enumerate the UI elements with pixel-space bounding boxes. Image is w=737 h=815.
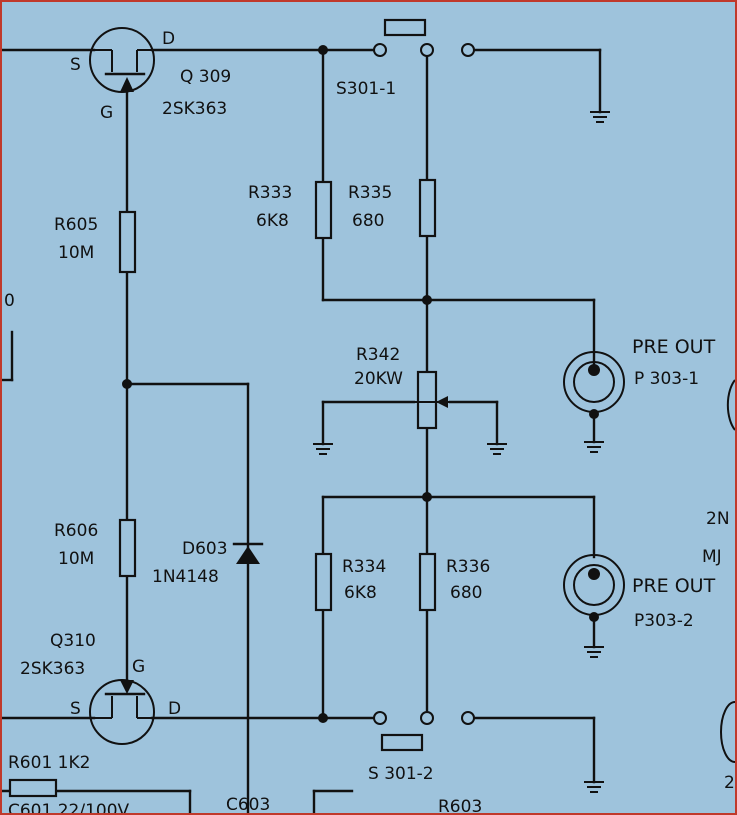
pre-out-1-label: PRE OUT [632,336,716,358]
junctions [122,45,432,723]
r333-resistor [314,180,333,240]
d603-name-label: D603 [182,539,228,559]
s301-2-label: S 301-2 [368,764,434,784]
r342-value-label: 20KW [354,369,403,389]
s301-1-switch [373,18,475,57]
wires [2,48,602,813]
q309-type-label: 2SK363 [162,99,227,119]
s301-2-switch [373,711,475,752]
r336-resistor [418,552,437,612]
r334-name-label: R334 [342,557,386,577]
q310-gate-label: G [132,657,145,677]
r335-resistor [418,178,437,238]
q309-gate-label: G [100,103,113,123]
labels: S D G Q 309 2SK363 R605 10M R606 10M Q31… [4,29,735,813]
edge-0-label: 0 [4,291,15,311]
q310-drain-label: D [168,699,181,719]
q310-fet-symbol [89,679,155,745]
r333-value-label: 6K8 [256,211,289,231]
q309-name-label: Q 309 [180,67,231,87]
r606-name-label: R606 [54,521,98,541]
p303-1-label: P 303-1 [634,369,699,389]
r336-name-label: R336 [446,557,490,577]
edge-jack-partial [720,701,735,763]
q310-source-label: S [70,699,81,719]
s301-1-label: S301-1 [336,79,396,99]
p303-2-label: P303-2 [634,611,694,631]
r603-label: R603 [438,797,482,813]
r334-resistor [314,552,333,612]
d603-type-label: 1N4148 [152,567,219,587]
p303-2-jack [563,554,625,649]
r605-value-label: 10M [58,243,94,263]
r342-potentiometer [414,370,450,430]
q310-type-label: 2SK363 [20,659,85,679]
edge-mj-label: MJ [702,547,722,567]
r606-value-label: 10M [58,549,94,569]
q310-name-label: Q310 [50,631,96,651]
r336-value-label: 680 [450,583,482,603]
q309-source-label: S [70,55,81,75]
pre-out-2-label: PRE OUT [632,575,716,597]
q309-fet-symbol [89,27,155,93]
r335-name-label: R335 [348,183,392,203]
p303-1-jack [563,351,625,444]
ground-symbols [313,111,610,793]
edge-2-label: 2 [724,773,735,793]
edge-jack-partial [726,379,735,431]
r605-name-label: R605 [54,215,98,235]
r342-name-label: R342 [356,345,400,365]
r601-label: R601 1K2 [8,753,90,773]
d603-diode [232,542,264,564]
r334-value-label: 6K8 [344,583,377,603]
r605-resistor [118,210,137,274]
c601-label: C601 22/100V [8,801,130,813]
edge-2n-label: 2N [706,509,730,529]
r333-name-label: R333 [248,183,292,203]
r601-resistor [8,778,58,798]
r606-resistor [118,518,137,578]
c603-label: C603 [226,795,270,813]
q309-drain-label: D [162,29,175,49]
r335-value-label: 680 [352,211,384,231]
